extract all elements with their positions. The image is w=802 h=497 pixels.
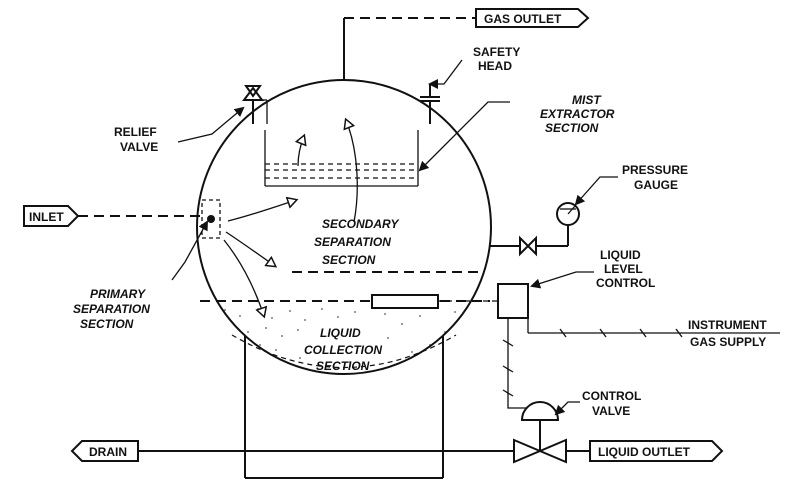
safety-head-label-2: HEAD (478, 59, 512, 73)
level-float (371, 294, 439, 309)
instrument-label-1: INSTRUMENT (688, 318, 767, 332)
inlet-diverter-point (207, 215, 215, 223)
liquid-level-label-2: LEVEL (604, 262, 643, 276)
primary-section-leader (171, 220, 208, 281)
relief-valve-label-2: VALVE (120, 140, 158, 154)
mist-label-2: EXTRACTOR (540, 107, 615, 121)
signal-to-actuator (507, 398, 528, 409)
pressure-gauge-leader (574, 176, 618, 206)
inlet-tag (23, 205, 80, 227)
control-valve-label-2: VALVE (592, 404, 630, 418)
level-control-leader (530, 271, 594, 289)
inlet-diverter (201, 199, 221, 239)
support-skirt (244, 334, 444, 479)
lower-dashed-arc (231, 334, 457, 369)
primary-label-3: SECTION (80, 317, 134, 331)
safety-head-label-1: SAFETY (473, 45, 520, 59)
instrument-label-2: GAS SUPPLY (690, 335, 766, 349)
gas-outlet-pipe (343, 8, 590, 80)
relief-valve-label-1: RELIEF (114, 125, 157, 139)
control-valve-label-1: CONTROL (582, 389, 641, 403)
mist-extractor-leader (418, 101, 510, 172)
inlet-label: INLET (29, 210, 64, 224)
liquid-collection-label-3: SECTION (316, 359, 370, 373)
control-valve (513, 401, 567, 464)
relief-valve-leader (177, 106, 245, 143)
level-controller (497, 283, 529, 319)
secondary-label-3: SECTION (322, 253, 376, 267)
control-valve-leader (554, 401, 580, 416)
mist-label-3: SECTION (545, 121, 599, 135)
liquid-outlet-label: LIQUID OUTLET (598, 445, 691, 459)
instrument-gas-line (527, 318, 780, 338)
pressure-gauge (490, 202, 580, 257)
primary-label-2: SEPARATION (73, 302, 150, 316)
drain-label: DRAIN (89, 445, 127, 459)
safety-head (420, 59, 463, 124)
mist-label-1: MIST (572, 93, 602, 107)
drain-tag (70, 440, 139, 462)
pressure-label-2: GAUGE (634, 178, 678, 192)
secondary-label-2: SEPARATION (314, 235, 391, 249)
flow-arrows (223, 120, 358, 316)
liquid-outlet-tag (589, 440, 724, 462)
pressure-label-1: PRESSURE (622, 163, 688, 177)
primary-label-1: PRIMARY (90, 287, 146, 301)
secondary-label-1: SECONDARY (322, 217, 399, 231)
liquid-collection-label-2: COLLECTION (304, 343, 382, 357)
liquid-collection-label-1: LIQUID (320, 326, 361, 340)
gas-outlet-tag (475, 8, 590, 28)
liquid-level-label-3: CONTROL (596, 276, 655, 290)
mist-extractor (264, 130, 419, 187)
relief-valve (242, 85, 268, 124)
signal-ticks (502, 339, 514, 397)
gas-outlet-label: GAS OUTLET (484, 12, 562, 26)
liquid-level-label-1: LIQUID (600, 248, 641, 262)
